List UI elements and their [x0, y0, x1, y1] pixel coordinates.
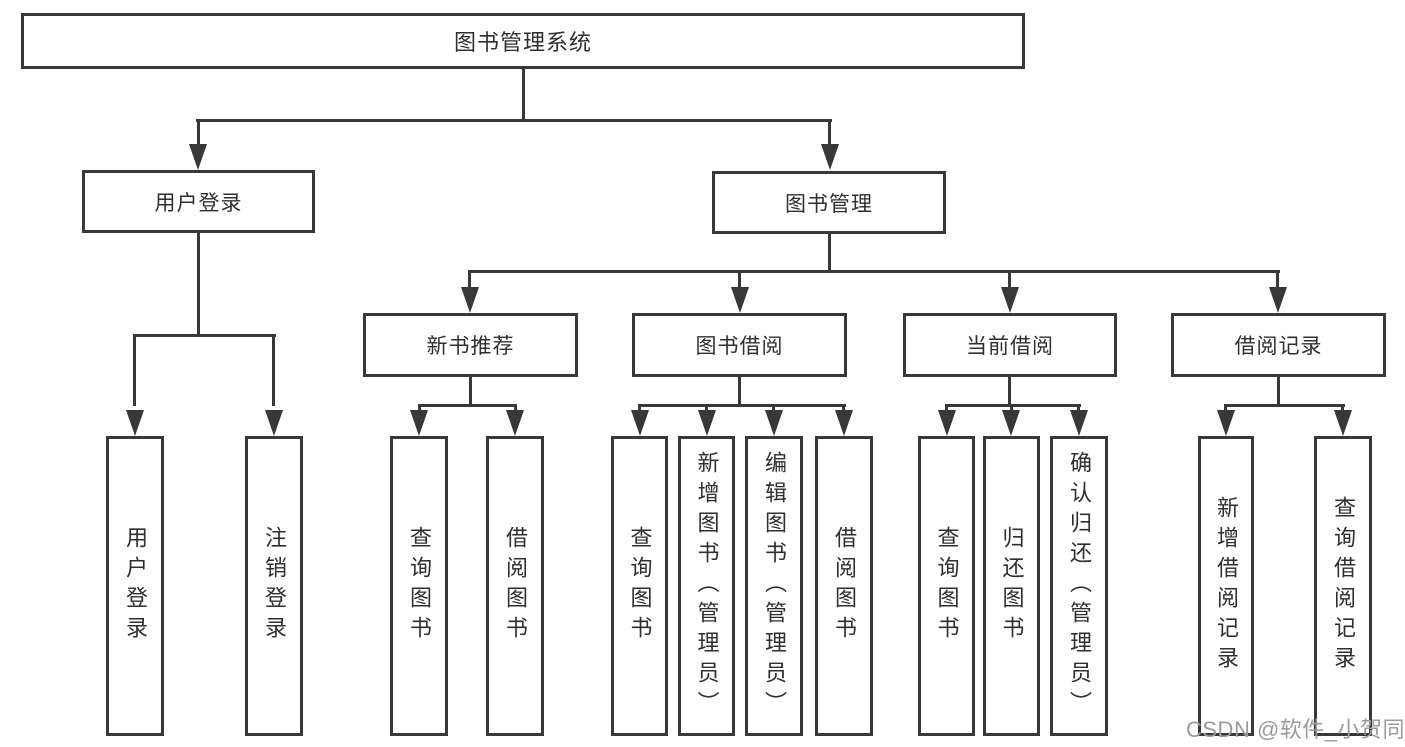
arrow-down-icon	[631, 410, 649, 436]
leaf-borrow-query: 查询图书	[611, 436, 668, 736]
connector-line	[133, 334, 276, 337]
connector-line	[469, 377, 472, 406]
connector-line	[945, 404, 1081, 407]
arrow-down-icon	[410, 410, 428, 436]
leaf-current-confirm-admin: 确认归还（管理员）	[1050, 436, 1108, 736]
leaf-logout: 注销登录	[245, 436, 303, 736]
connector-line	[1276, 270, 1279, 290]
arrow-down-icon	[821, 144, 839, 170]
connector-line	[196, 119, 832, 122]
connector-line	[522, 68, 525, 120]
connector-line	[197, 119, 200, 149]
connector-line	[468, 270, 1280, 273]
connector-line	[272, 334, 275, 406]
leaf-newbook-borrow: 借阅图书	[486, 436, 544, 736]
connector-line	[1077, 404, 1080, 414]
arrow-down-icon	[1269, 287, 1287, 313]
node-book-borrow: 图书借阅	[632, 313, 847, 377]
connector-line	[945, 404, 948, 414]
arrow-down-icon	[189, 144, 207, 170]
connector-line	[738, 377, 741, 406]
connector-line	[842, 404, 845, 414]
leaf-current-query: 查询图书	[918, 436, 975, 736]
node-borrow-record: 借阅记录	[1171, 313, 1386, 377]
arrow-down-icon	[698, 410, 716, 436]
connector-line	[1224, 404, 1345, 407]
watermark: CSDN @软件_小贺同学	[1186, 717, 1405, 742]
leaf-borrow-add-admin: 新增图书（管理员）	[678, 436, 735, 736]
connector-line	[1010, 404, 1013, 414]
arrow-down-icon	[938, 410, 956, 436]
arrow-down-icon	[1002, 410, 1020, 436]
arrow-down-icon	[126, 410, 144, 436]
arrow-down-icon	[506, 410, 524, 436]
arrow-down-icon	[461, 287, 479, 313]
arrow-down-icon	[1070, 410, 1088, 436]
connector-line	[133, 334, 136, 406]
connector-line	[1008, 270, 1011, 290]
node-user-login: 用户登录	[82, 170, 315, 233]
leaf-user-login: 用户登录	[106, 436, 164, 736]
arrow-down-icon	[1334, 410, 1352, 436]
node-root: 图书管理系统	[21, 13, 1025, 69]
leaf-current-return: 归还图书	[983, 436, 1040, 736]
connector-line	[772, 404, 775, 414]
connector-line	[638, 404, 641, 414]
arrow-down-icon	[731, 287, 749, 313]
connector-line	[828, 119, 831, 149]
node-new-book-recommend: 新书推荐	[363, 313, 578, 377]
leaf-borrow-borrow: 借阅图书	[815, 436, 873, 736]
connector-line	[514, 404, 517, 414]
connector-line	[1224, 404, 1227, 414]
arrow-down-icon	[835, 410, 853, 436]
connector-line	[418, 404, 517, 407]
connector-line	[1341, 404, 1344, 414]
connector-line	[828, 234, 831, 272]
connector-line	[468, 270, 471, 290]
arrow-down-icon	[1217, 410, 1235, 436]
connector-line	[738, 270, 741, 290]
arrow-down-icon	[265, 410, 283, 436]
connector-line	[1277, 377, 1280, 406]
arrow-down-icon	[765, 410, 783, 436]
leaf-record-query: 查询借阅记录	[1314, 436, 1372, 736]
connector-line	[197, 233, 200, 337]
connector-line	[418, 404, 421, 414]
node-book-management: 图书管理	[712, 171, 946, 234]
arrow-down-icon	[1001, 287, 1019, 313]
connector-line	[638, 404, 846, 407]
connector-line	[705, 404, 708, 414]
connector-line	[1008, 377, 1011, 406]
leaf-borrow-edit-admin: 编辑图书（管理员）	[745, 436, 803, 736]
node-current-borrow: 当前借阅	[903, 313, 1117, 377]
leaf-record-add: 新增借阅记录	[1198, 436, 1254, 736]
leaf-newbook-query: 查询图书	[390, 436, 448, 736]
